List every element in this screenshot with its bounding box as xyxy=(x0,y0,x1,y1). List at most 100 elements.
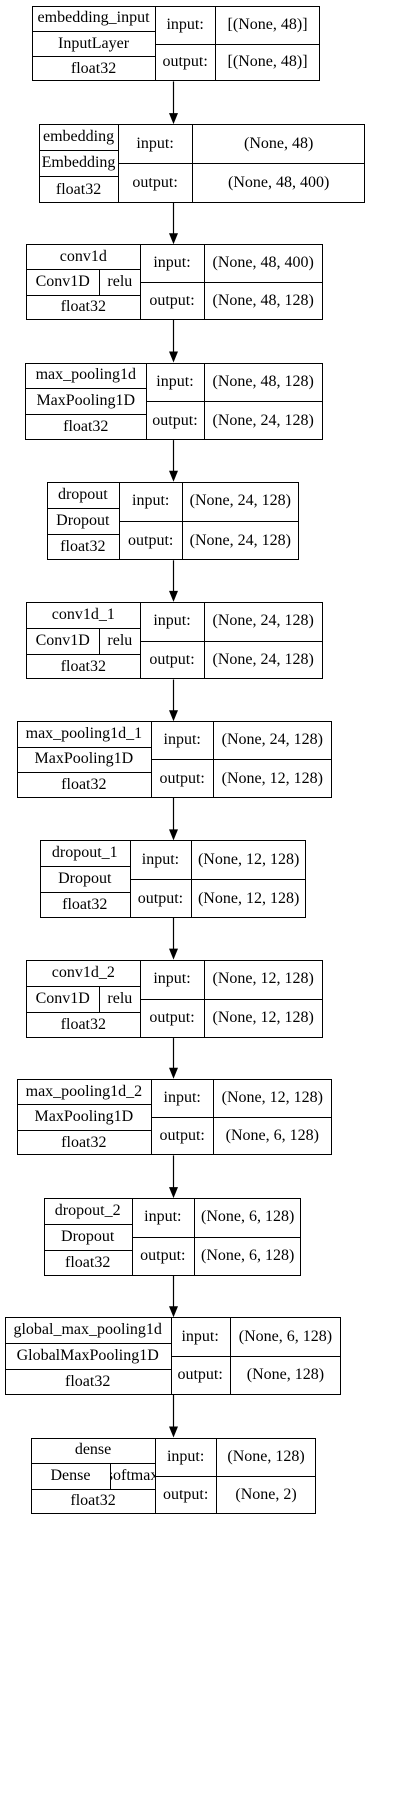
layer-type: Dropout xyxy=(56,511,110,529)
divider xyxy=(26,653,141,655)
layer-name: dropout_2 xyxy=(54,1202,121,1219)
divider xyxy=(119,520,299,522)
divider xyxy=(38,176,119,178)
layer-type: GlobalMaxPooling1D xyxy=(16,1347,159,1365)
arrowhead xyxy=(169,233,178,245)
input-label: input: xyxy=(132,492,170,510)
arrowhead xyxy=(169,1426,178,1438)
arrowhead xyxy=(169,710,178,722)
input-shape: (None, 12, 128) xyxy=(197,850,300,868)
divider xyxy=(170,1356,342,1358)
divider xyxy=(32,5,320,7)
layer-dtype: float32 xyxy=(55,180,102,198)
output-shape: (None, 2) xyxy=(235,1485,297,1503)
divider xyxy=(99,269,101,295)
divider xyxy=(38,124,366,126)
divider xyxy=(155,1475,316,1477)
output-label: output: xyxy=(140,1247,186,1265)
arrowhead xyxy=(169,113,178,125)
input-shape: (None, 6, 128) xyxy=(238,1327,333,1345)
output-shape: (None, 24, 128) xyxy=(212,651,314,669)
divider xyxy=(31,1437,32,1515)
input-shape: (None, 12, 128) xyxy=(212,970,314,988)
layer-dtype: float32 xyxy=(70,1492,116,1510)
input-label: input: xyxy=(156,372,194,390)
layer-activation: softmax xyxy=(110,1466,156,1484)
divider xyxy=(46,534,120,536)
divider xyxy=(38,201,366,203)
divider xyxy=(26,959,323,961)
input-label: input: xyxy=(163,1088,201,1106)
divider xyxy=(151,1117,332,1119)
input-shape: (None, 12, 128) xyxy=(221,1088,323,1106)
input-label: input: xyxy=(153,970,191,988)
layer-activation: relu xyxy=(107,273,133,291)
divider xyxy=(43,1198,302,1200)
divider xyxy=(16,1104,152,1106)
divider xyxy=(16,721,18,798)
output-shape: (None, 24, 128) xyxy=(212,411,314,429)
layer-dtype: float32 xyxy=(60,657,106,675)
divider xyxy=(43,1198,45,1276)
arrowhead xyxy=(169,590,178,602)
layer-type: MaxPooling1D xyxy=(34,1108,134,1126)
layer-name: dropout_1 xyxy=(51,844,118,862)
divider xyxy=(26,244,323,246)
layer-name: conv1d xyxy=(59,247,107,265)
divider xyxy=(26,1037,323,1039)
output-label: output: xyxy=(128,531,174,549)
divider xyxy=(43,1274,302,1276)
layer-type: Dropout xyxy=(58,870,112,888)
layer-type: Dropout xyxy=(61,1227,115,1245)
layer-name: conv1d_1 xyxy=(51,605,115,623)
divider xyxy=(16,721,332,723)
divider xyxy=(32,56,156,58)
divider xyxy=(25,388,147,390)
input-shape: (None, 48, 400) xyxy=(212,254,314,272)
output-shape: (None, 128) xyxy=(246,1366,325,1384)
output-label: output: xyxy=(162,53,208,71)
layer-type: Conv1D xyxy=(35,989,90,1007)
divider xyxy=(39,866,130,868)
divider xyxy=(16,1078,18,1156)
divider xyxy=(4,1368,171,1370)
arrowhead xyxy=(169,948,178,960)
divider xyxy=(118,163,366,165)
divider xyxy=(26,318,323,320)
output-label: output: xyxy=(162,1485,209,1503)
divider xyxy=(140,998,323,1000)
output-shape: (None, 6, 128) xyxy=(201,1247,295,1265)
layer-dtype: float32 xyxy=(70,59,117,77)
divider xyxy=(16,746,152,748)
layer-name: embedding_input xyxy=(37,9,150,27)
divider xyxy=(26,959,28,1039)
divider xyxy=(31,1513,316,1515)
divider xyxy=(46,559,299,561)
output-shape: (None, 48, 128) xyxy=(212,291,314,309)
layer-activation: relu xyxy=(107,989,133,1007)
input-label: input: xyxy=(153,612,191,630)
divider xyxy=(26,269,141,271)
arrowhead xyxy=(169,829,178,841)
divider xyxy=(16,772,152,774)
divider xyxy=(26,678,323,680)
divider xyxy=(39,840,307,842)
output-label: output: xyxy=(152,411,198,429)
divider xyxy=(146,401,323,403)
layer-type: Conv1D xyxy=(35,273,90,291)
divider xyxy=(140,282,323,284)
input-shape: (None, 128) xyxy=(227,1447,305,1465)
layer-activation: relu xyxy=(107,631,133,649)
input-shape: (None, 6, 128) xyxy=(201,1208,295,1226)
layer-type: Dense xyxy=(50,1466,91,1484)
layer-name: max_pooling1d xyxy=(35,366,136,384)
layer-type: Embedding xyxy=(41,154,116,172)
output-shape: (None, 6, 128) xyxy=(225,1127,319,1145)
divider xyxy=(151,759,332,761)
divider xyxy=(26,294,141,296)
